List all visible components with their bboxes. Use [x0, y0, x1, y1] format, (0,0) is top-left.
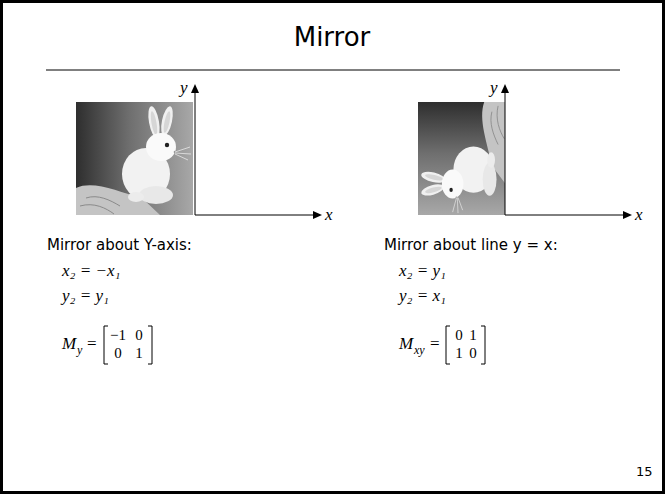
- matrix-brackets: [104, 326, 485, 364]
- section-heading: Mirror about Y-axis:: [47, 236, 192, 254]
- axis-label: y: [490, 78, 498, 98]
- matrix-name: M: [399, 334, 413, 354]
- matrix-subscript: y: [77, 343, 82, 357]
- equation: x₂ = y₁: [399, 261, 446, 281]
- matrix-cell: 1: [455, 344, 463, 362]
- axis-label: x: [325, 205, 333, 225]
- original-photo: [76, 102, 193, 215]
- matrix-cell: 0: [135, 326, 143, 344]
- equation: x₂ = −x₁: [62, 261, 120, 281]
- matrix-cell: 1: [135, 344, 143, 362]
- title-rule: [46, 70, 620, 71]
- axes-right: [501, 84, 632, 219]
- equals-sign: =: [430, 334, 440, 354]
- equals-sign: =: [87, 334, 97, 354]
- matrix-cell: 0: [455, 326, 463, 344]
- matrix-cell: 0: [469, 344, 477, 362]
- matrix-subscript: xy: [414, 343, 425, 357]
- mirrored-photo: [418, 102, 505, 215]
- matrix-cell: −1: [110, 326, 126, 344]
- axis-label: x: [635, 205, 643, 225]
- matrix-cell: 0: [114, 344, 122, 362]
- section-heading: Mirror about line y = x:: [384, 236, 558, 254]
- equation: y₂ = x₁: [399, 286, 446, 306]
- slide-title: Mirror: [294, 22, 371, 53]
- axis-label: y: [180, 78, 188, 98]
- page-number: 15: [636, 464, 653, 480]
- axes-left: [191, 84, 322, 219]
- matrix-cell: 1: [469, 326, 477, 344]
- equation: y₂ = y₁: [62, 286, 109, 306]
- matrix-name: M: [62, 334, 76, 354]
